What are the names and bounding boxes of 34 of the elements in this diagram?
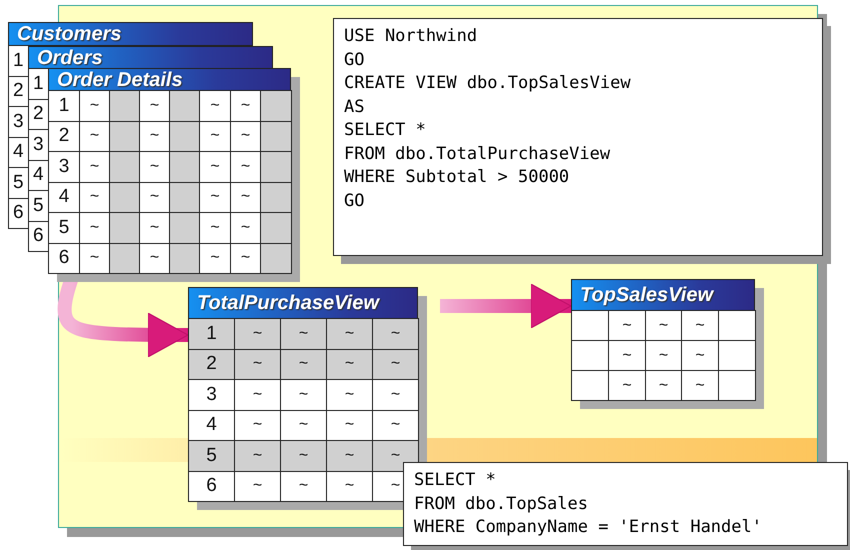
table-cell: ~: [372, 318, 419, 350]
table-cell: ~: [280, 440, 327, 472]
table-header: Orders: [28, 46, 273, 69]
code-line: CREATE VIEW dbo.TopSalesView: [344, 72, 631, 95]
code-line: GO: [344, 190, 364, 212]
code-line: WHERE Subtotal > 50000: [344, 166, 570, 189]
table-cell: ~: [234, 318, 281, 350]
table-cell: 6: [188, 470, 235, 502]
table-cell: 6: [48, 242, 80, 274]
table-header: TotalPurchaseView: [188, 287, 418, 319]
table-cell: 5: [188, 440, 235, 472]
data-table: [571, 279, 755, 400]
table-cell: ~: [326, 348, 373, 380]
code-line: USE Northwind: [344, 25, 478, 48]
table-cell: 2: [188, 348, 235, 380]
code-line: SELECT *: [344, 119, 426, 142]
block-arrow: [440, 284, 572, 328]
table-cell: ~: [372, 348, 419, 380]
code-line: WHERE CompanyName = 'Ernst Handel': [414, 516, 762, 539]
table-cell: ~: [234, 440, 281, 472]
table-cell: 6: [8, 198, 29, 229]
data-table: [48, 68, 291, 273]
code-line: FROM dbo.TotalPurchaseView: [344, 142, 610, 166]
table-cell: ~: [280, 318, 327, 350]
table-header: Customers: [8, 22, 253, 46]
table-cell: ~: [234, 348, 281, 380]
table-cell: ~: [326, 440, 373, 472]
code-line: GO: [344, 48, 364, 72]
table-header: TopSalesView: [571, 279, 755, 311]
table-cell: ~: [326, 318, 373, 350]
table-cell: ~: [280, 348, 327, 380]
code-line: AS: [344, 96, 364, 118]
table-cell: 1: [188, 318, 235, 350]
table-header: Order Details: [48, 68, 291, 91]
